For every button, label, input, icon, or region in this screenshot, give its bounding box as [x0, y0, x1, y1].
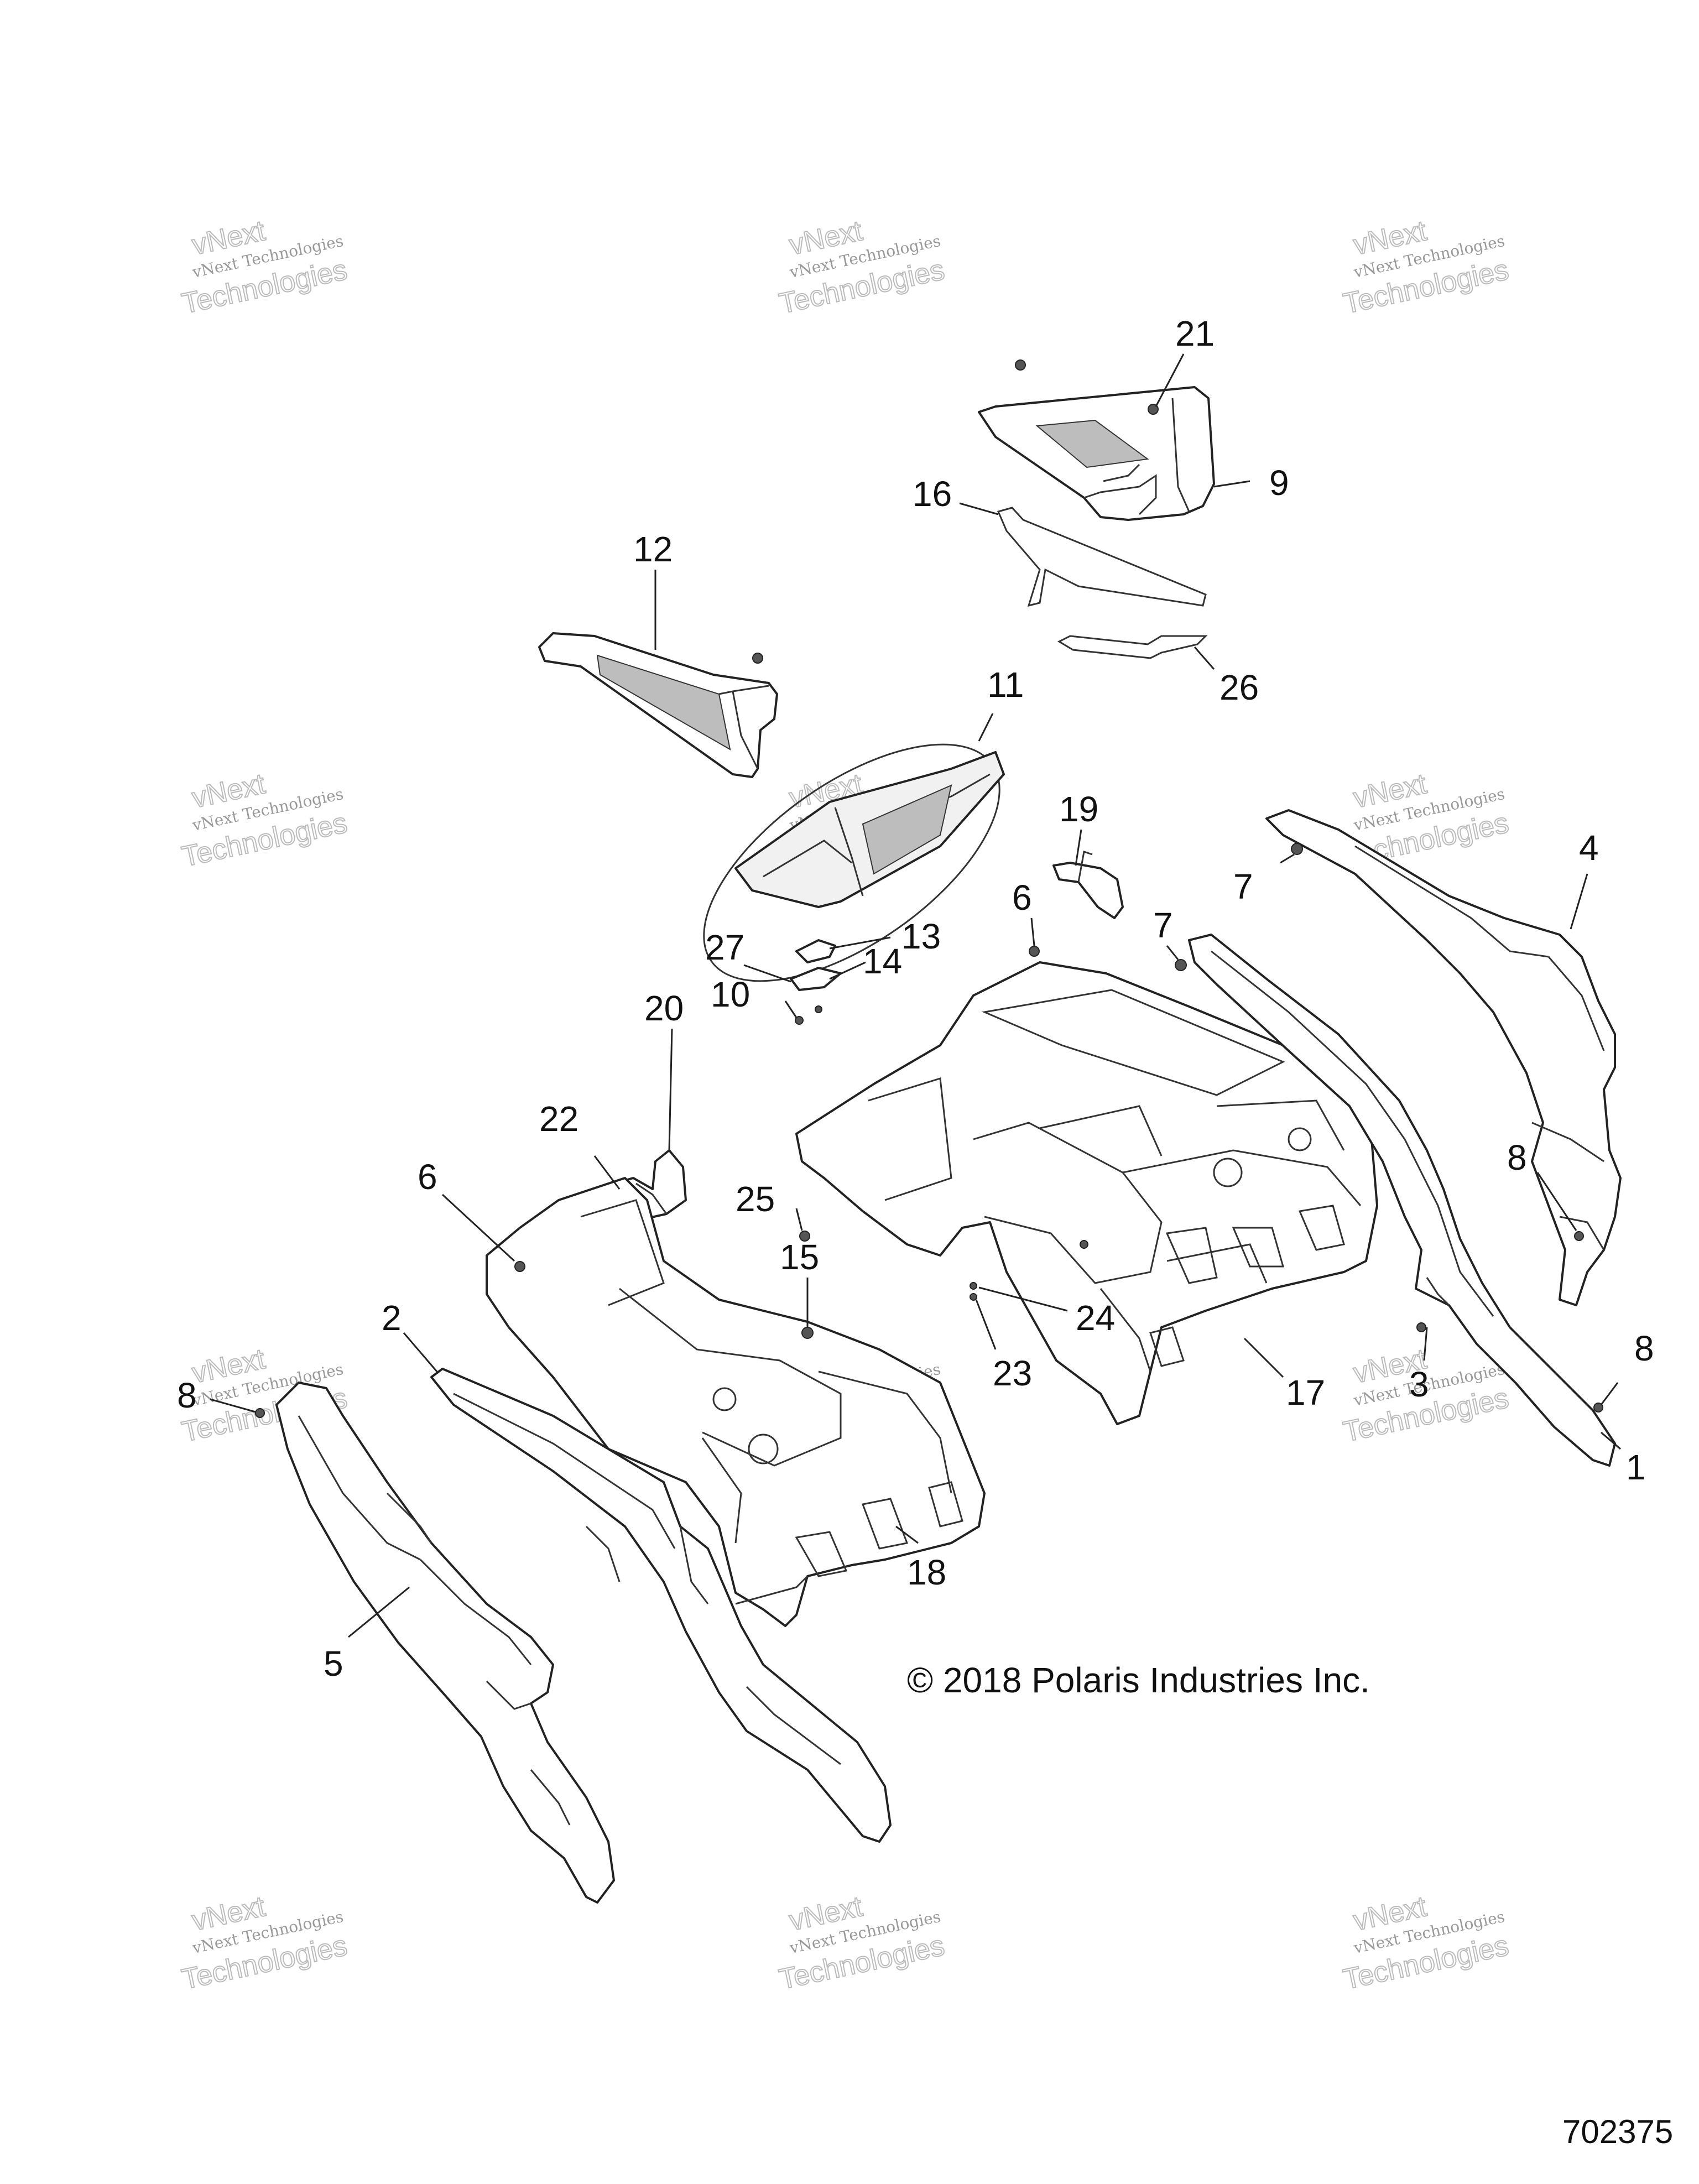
part-19-bracket — [1052, 851, 1124, 919]
fasteners — [255, 359, 1603, 1418]
callout-7: 7 — [1233, 867, 1253, 906]
part-6-screw — [1029, 946, 1040, 957]
part-8-screw — [255, 1408, 265, 1418]
part-8-screw — [1574, 1231, 1584, 1241]
callout-8: 8 — [1634, 1328, 1654, 1368]
callout-19: 19 — [1059, 789, 1098, 829]
part-21-screw — [1015, 359, 1026, 371]
callout-7: 7 — [1153, 905, 1173, 945]
callout-16: 16 — [913, 474, 952, 514]
callout-22: 22 — [539, 1099, 579, 1139]
callout-8: 8 — [1507, 1138, 1527, 1177]
clip — [1080, 1240, 1088, 1249]
part-18-cargo-box — [486, 1177, 986, 1627]
watermark: vNext vNext Technologies Technologies — [776, 214, 948, 321]
callout-1: 1 — [1626, 1447, 1646, 1487]
part-10-screw — [795, 1016, 804, 1025]
callout-12: 12 — [633, 529, 673, 569]
watermark: vNext vNext Technologies Technologies — [1340, 214, 1512, 321]
part-24-nut — [970, 1282, 977, 1290]
screw — [815, 1005, 822, 1013]
callout-13: 13 — [901, 916, 941, 956]
callout-23: 23 — [993, 1353, 1032, 1393]
part-21-screw — [1148, 404, 1159, 415]
part-15-screw — [801, 1327, 814, 1339]
part-14-latch-plate — [790, 967, 842, 991]
part-9-cargo-panel — [978, 386, 1215, 521]
callout-27: 27 — [705, 927, 744, 967]
watermark: vNext vNext Technologies Technologies — [776, 1890, 948, 1997]
callout-15: 15 — [780, 1237, 819, 1277]
part-7-clip — [1291, 843, 1303, 855]
part-13-latch — [795, 939, 836, 963]
callout-6: 6 — [1012, 878, 1032, 918]
copyright-notice: © 2018 Polaris Industries Inc. — [907, 1660, 1370, 1700]
part-5-side-panel — [275, 1382, 615, 1904]
part-6-screw — [514, 1261, 525, 1272]
watermark: vNext vNext Technologies Technologies — [1340, 1890, 1512, 1997]
part-12-cargo-panel — [538, 632, 778, 778]
part-1-rear-rail — [1188, 934, 1616, 1467]
part-11-storage-assembly — [703, 743, 1005, 1025]
callout-4: 4 — [1579, 828, 1599, 868]
leader-lines — [210, 353, 1621, 1638]
watermark: vNext vNext Technologies Technologies — [179, 767, 351, 874]
callout-17: 17 — [1286, 1373, 1325, 1412]
part-7-clip — [1175, 959, 1187, 971]
part-25-nut — [799, 1231, 810, 1242]
callout-14: 14 — [863, 941, 902, 981]
part-17-cargo-box — [795, 961, 1378, 1425]
part-23-washer — [970, 1293, 977, 1301]
callout-2: 2 — [382, 1298, 402, 1338]
watermark: vNext vNext Technologies Technologies — [179, 214, 351, 321]
screw — [752, 653, 763, 664]
watermark: vNext vNext Technologies Technologies — [179, 1890, 351, 1997]
callout-9: 9 — [1269, 463, 1289, 503]
callout-11: 11 — [987, 665, 1024, 705]
part-26-seal — [1057, 635, 1208, 659]
callout-18: 18 — [907, 1552, 946, 1592]
callout-20: 20 — [644, 988, 684, 1028]
document-number: 702375 — [1562, 2113, 1673, 2150]
callout-21: 21 — [1175, 314, 1215, 353]
callout-3: 3 — [1409, 1364, 1429, 1404]
callout-5: 5 — [324, 1644, 343, 1683]
callout-24: 24 — [1076, 1298, 1115, 1338]
callout-10: 10 — [711, 974, 750, 1014]
part-2-side-rail — [430, 1368, 892, 1843]
part-3-clip — [1416, 1322, 1426, 1332]
callout-26: 26 — [1219, 668, 1259, 707]
callout-labels: 1 2 3 4 5 6 6 7 7 8 8 8 9 10 11 12 13 14… — [177, 314, 1654, 1683]
callout-25: 25 — [736, 1179, 775, 1219]
callout-6: 6 — [418, 1157, 437, 1197]
part-4-rear-fender — [1265, 809, 1622, 1306]
part-8-screw — [1593, 1403, 1603, 1412]
callout-8: 8 — [177, 1375, 197, 1415]
part-16-seal — [997, 507, 1207, 607]
